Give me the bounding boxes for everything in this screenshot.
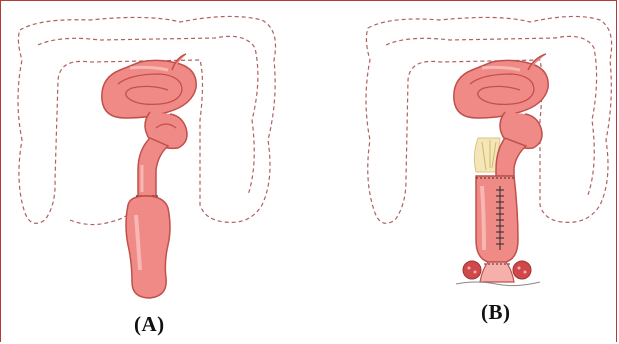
panel-a-illustration (0, 0, 300, 344)
ileal-limb (496, 138, 526, 176)
sphincter-left (463, 261, 481, 279)
small-bowel (454, 54, 548, 148)
anal-canal (480, 262, 514, 282)
panel-b-label: (B) (481, 300, 511, 325)
panel-b: (B) (300, 0, 600, 344)
panel-b-illustration (300, 0, 619, 344)
sphincter-right (513, 261, 531, 279)
panel-a: (A) (0, 0, 300, 344)
small-bowel (102, 54, 196, 148)
rectum (126, 196, 170, 298)
panel-a-label: (A) (134, 312, 165, 337)
